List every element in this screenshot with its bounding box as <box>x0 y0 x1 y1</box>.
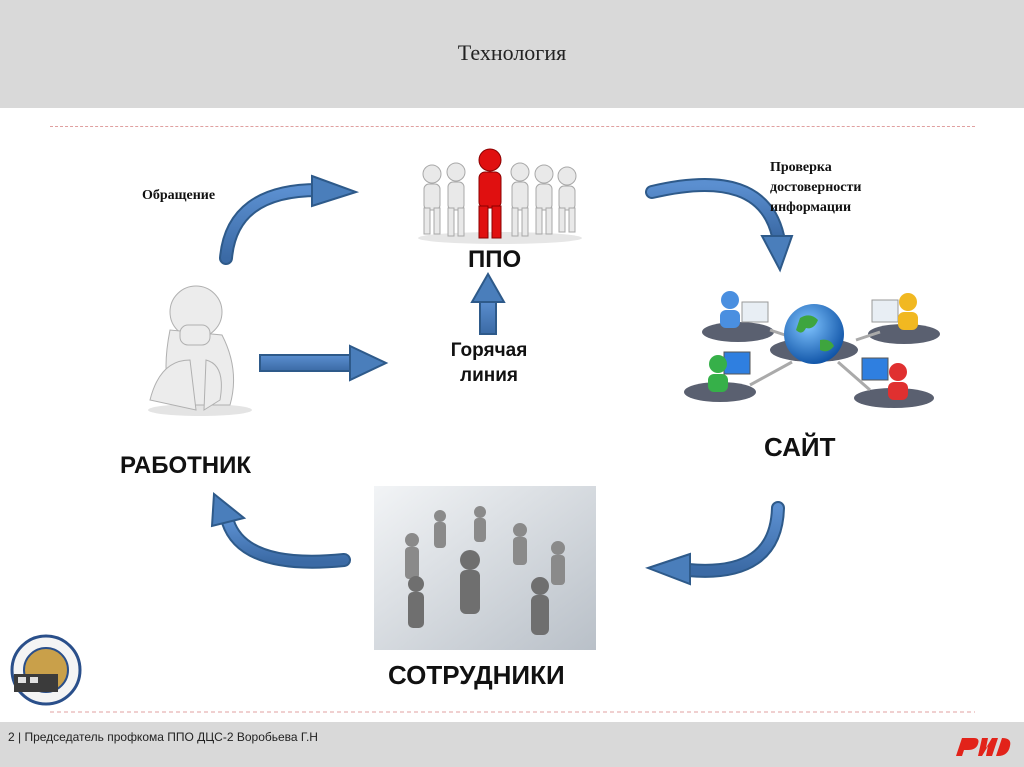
label-site: САЙТ <box>764 432 835 463</box>
arrow-employees-to-worker <box>212 494 344 562</box>
arrow-hotline-to-ppo <box>472 274 504 334</box>
label-verification-line3: информации <box>770 198 861 218</box>
user-computer-icon <box>720 291 768 328</box>
arrow-worker-to-ppo <box>226 176 356 258</box>
rosprofzhel-logo <box>8 632 84 708</box>
employees-illustration <box>374 486 596 650</box>
label-obrashenie: Обращение <box>142 188 215 204</box>
label-ppo: ППО <box>468 246 521 274</box>
slide-footer <box>0 722 1024 767</box>
worker-illustration <box>148 286 252 416</box>
label-employees: СОТРУДНИКИ <box>388 660 565 691</box>
arrow-site-to-employees <box>648 508 778 584</box>
label-hotline: Горячая линия <box>440 338 538 388</box>
footer-text: 2 | Председатель профкома ППО ДЦС-2 Воро… <box>8 730 318 744</box>
globe-icon <box>784 304 844 364</box>
label-verification-line1: Проверка <box>770 158 861 178</box>
leader-figure <box>479 149 501 238</box>
label-verification: Проверка достоверности информации <box>770 158 861 218</box>
label-worker: РАБОТНИК <box>120 452 251 480</box>
arrow-worker-to-hotline <box>260 346 386 380</box>
site-network-illustration <box>684 291 940 408</box>
label-verification-line2: достоверности <box>770 178 861 198</box>
label-hotline-line2: линия <box>440 363 538 388</box>
ppo-team-illustration <box>418 149 582 244</box>
rzd-logo <box>952 734 1014 760</box>
label-hotline-line1: Горячая <box>440 338 538 363</box>
